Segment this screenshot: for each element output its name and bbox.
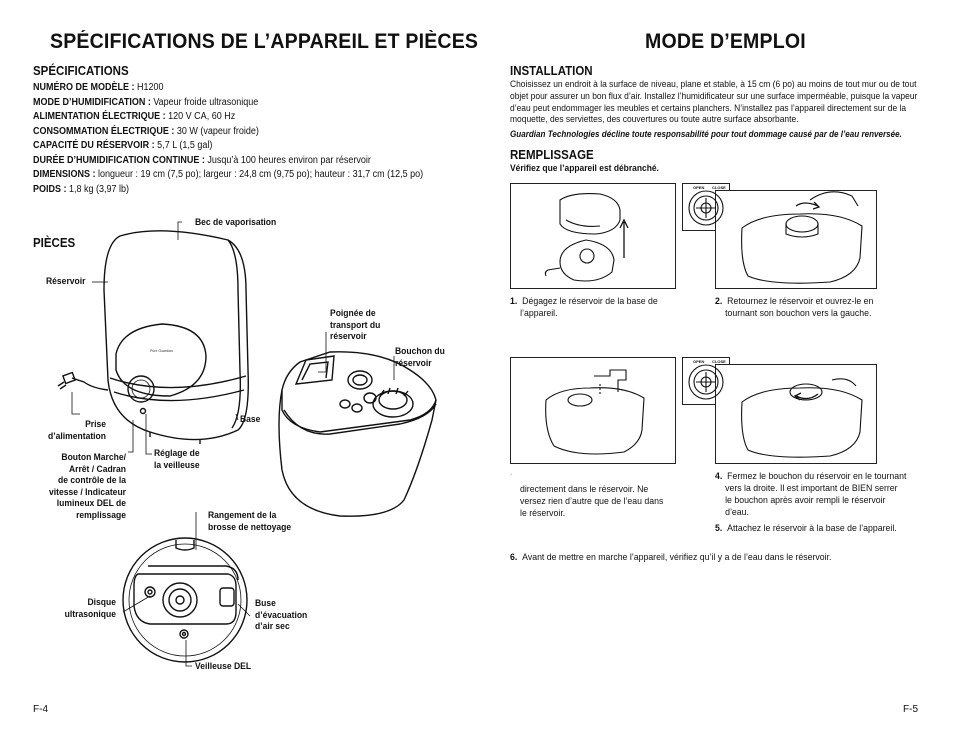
step3-tank — [545, 387, 645, 455]
step-3: directement dans le réservoir. Ne versez… — [520, 484, 664, 519]
night-light-knob — [139, 407, 147, 415]
fill-heading: REMPLISSAGE — [510, 148, 594, 162]
brush-storage — [175, 540, 195, 551]
spec-capacity: CAPACITÉ DU RÉSERVOIR : 5,7 L (1,5 gal) — [33, 140, 213, 151]
label-air-vent: Buse d’évacuation d’air sec — [255, 598, 308, 632]
dial-close-text-2: CLOSE — [712, 359, 726, 364]
ultrasonic-disc — [162, 582, 198, 618]
spec-heading: SPÉCIFICATIONS — [33, 64, 129, 78]
step1-base — [559, 239, 615, 282]
spec-dimensions: DIMENSIONS : longueur : 19 cm (7,5 po); … — [33, 169, 424, 180]
step4-tank — [741, 387, 863, 458]
led-light — [179, 629, 189, 639]
fill-subheading: Vérifiez que l’appareil est débranché. — [510, 163, 659, 173]
step-4: 4. Fermez le bouchon du réservoir en le … — [715, 471, 907, 518]
spec-duration: DURÉE D’HUMIDIFICATION CONTINUE : Jusqu’… — [33, 154, 371, 166]
base-top-rim — [281, 351, 437, 433]
dial-close-outline — [688, 364, 724, 400]
spec-list: NUMÉRO DE MODÈLE : H1200 MODE D’HUMIDIFI… — [33, 81, 467, 197]
step-6: 6. Avant de mettre en marche l’appareil,… — [510, 552, 832, 563]
step1-tank — [559, 193, 621, 235]
bottom-tray — [133, 573, 237, 625]
disclaimer: Guardian Technologies décline toute resp… — [510, 129, 902, 139]
label-nozzle: Bec de vaporisation — [195, 217, 277, 228]
control-panel — [115, 323, 207, 397]
label-tank: Réservoir — [46, 276, 86, 287]
left-page-title: SPÉCIFICATIONS DE L’APPAREIL ET PIÈCES — [50, 30, 479, 53]
page-number-left: F-4 — [33, 704, 48, 715]
dial-open-outline — [688, 190, 724, 226]
right-page-title: MODE D’EMPLOI — [645, 30, 806, 53]
humidifier-body — [103, 230, 249, 441]
label-ultrasonic-disc: Disque ultrasonique — [64, 597, 116, 620]
install-paragraph: Choisissez un endroit à la surface de ni… — [510, 79, 918, 125]
base-unit-body — [278, 389, 437, 517]
dial-close-text-1: CLOSE — [712, 185, 726, 190]
step3-faucet — [594, 369, 627, 392]
body-logo-text: Pure Guardian — [150, 349, 173, 353]
tank-handle — [294, 355, 335, 385]
label-handle: Poignée de transport du réservoir — [330, 308, 381, 342]
dial-open-text-1: OPEN — [693, 185, 704, 190]
spec-weight: POIDS : 1,8 kg (3,97 lb) — [33, 183, 130, 195]
spec-consumption: CONSOMMATION ÉLECTRIQUE : 30 W (vapeur f… — [33, 125, 259, 137]
step2-hand — [809, 191, 859, 207]
label-power-switch: Bouton Marche/ Arrêt / Cadran de contrôl… — [49, 452, 126, 521]
figure-step-1 — [510, 183, 676, 289]
dial-open-text-2: OPEN — [693, 359, 704, 364]
label-base: Base — [240, 414, 261, 425]
power-plug — [62, 371, 76, 385]
step-3-marker: · — [510, 471, 513, 478]
spec-power-supply: ALIMENTATION ÉLECTRIQUE : 120 V CA, 60 H… — [33, 111, 236, 122]
label-cap: Bouchon du réservoir — [395, 346, 445, 369]
parts-heading: PIÈCES — [33, 236, 76, 250]
page-number-right: F-5 — [903, 704, 918, 715]
step-5: 5. Attachez le réservoir à la base de l’… — [715, 523, 897, 534]
step4-arrow — [793, 392, 819, 401]
bottom-view-outline — [122, 537, 248, 663]
label-led: Veilleuse DEL — [195, 661, 252, 672]
nozzle-socket — [347, 370, 373, 390]
power-cord — [71, 377, 109, 391]
step-2: 2. Retournez le réservoir et ouvrez-le e… — [715, 296, 874, 319]
control-dial — [127, 375, 155, 403]
spec-mode: MODE D’HUMIDIFICATION : Vapeur froide ul… — [33, 96, 259, 108]
spec-model: NUMÉRO DE MODÈLE : H1200 — [33, 82, 164, 93]
step-1: 1. Dégagez le réservoir de la base de l’… — [510, 296, 658, 319]
dry-air-vent — [219, 587, 235, 607]
step2-arrow — [795, 201, 821, 210]
figure-step-3 — [510, 357, 676, 464]
install-heading: INSTALLATION — [510, 64, 593, 78]
step2-tank — [741, 213, 863, 284]
step1-arrow — [619, 218, 629, 258]
label-power-plug: Prise d’alimentation — [48, 419, 106, 442]
label-night-light: Réglage de la veilleuse — [154, 448, 200, 471]
label-brush-storage: Rangement de la brosse de nettoyage — [208, 510, 292, 533]
step1-cord — [544, 267, 561, 277]
